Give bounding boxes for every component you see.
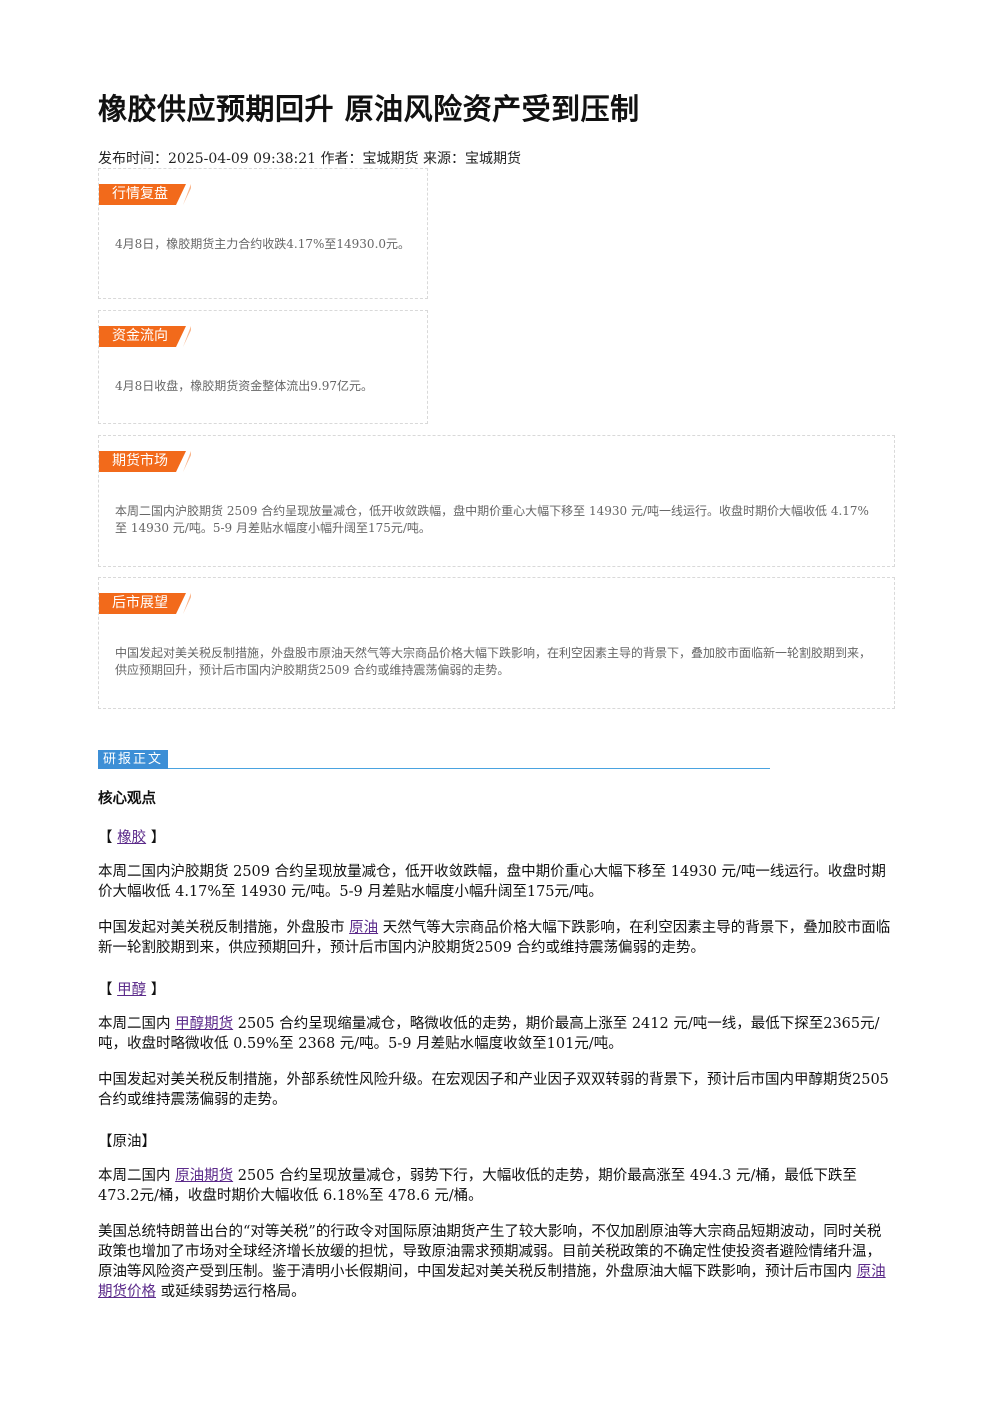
summary-box-fund-flow: 资金流向 4月8日收盘，橡胶期货资金整体流出9.97亿元。 (98, 310, 428, 424)
crude-futures-link[interactable]: 原油期货 (175, 1168, 234, 1184)
crude-oil-link[interactable]: 原油 (349, 920, 379, 936)
tag-decoration (183, 593, 191, 614)
summary-tag: 行情复盘 (99, 184, 186, 205)
summary-tag: 资金流向 (99, 326, 186, 347)
summary-box-futures-market: 期货市场 本周二国内沪胶期货 2509 合约呈现放量减仓，低开收敛跌幅，盘中期价… (98, 435, 895, 567)
text-span: 天然气等大宗商品价格大幅下跌影响，在利空因素主导的背景下，叠加胶市面临新一轮割胶… (98, 920, 891, 956)
tag-decoration (183, 451, 191, 472)
summary-text: 4月8日，橡胶期货主力合约收跌4.17%至14930.0元。 (115, 237, 411, 251)
divider (98, 768, 770, 769)
summary-tag: 后市展望 (99, 593, 186, 614)
text-span: 或延续弱势运行格局。 (156, 1284, 306, 1300)
text-span: 中国发起对美关税反制措施，外盘股市 (98, 920, 350, 936)
core-heading: 核心观点 (98, 787, 156, 808)
article-meta: 发布时间：2025-04-09 09:38:21 作者：宝城期货 来源：宝城期货 (98, 151, 521, 167)
core-heading-text: 核心观点 (98, 791, 156, 807)
crude-price-link[interactable]: 原油期货价格 (98, 1264, 886, 1300)
summary-text: 中国发起对美关税反制措施，外盘股市原油天然气等大宗商品价格大幅下跌影响，在利空因… (115, 646, 872, 677)
tag-decoration (183, 326, 191, 347)
crude-paragraph-2: 美国总统特朗普出台的“对等关税”的行政令对国际原油期货产生了较大影响，不仅加剧原… (98, 1222, 893, 1302)
rubber-paragraph-2: 中国发起对美关税反制措施，外盘股市 原油 天然气等大宗商品价格大幅下跌影响，在利… (98, 918, 893, 958)
crude-paragraph-1: 本周二国内 原油期货 2505 合约呈现放量减仓，弱势下行，大幅收低的走势，期价… (98, 1166, 893, 1206)
methanol-futures-link[interactable]: 甲醇期货 (175, 1016, 234, 1032)
text-span: 2505 合约呈现放量减仓，弱势下行，大幅收低的走势，期价最高涨至 494.3 … (98, 1168, 857, 1204)
summary-box-market-review: 行情复盘 4月8日，橡胶期货主力合约收跌4.17%至14930.0元。 (98, 168, 428, 299)
summary-text: 4月8日收盘，橡胶期货资金整体流出9.97亿元。 (115, 379, 373, 393)
text-span: 2505 合约呈现缩量减仓，略微收低的走势，期价最高上涨至 2412 元/吨一线… (98, 1016, 880, 1052)
bracket-open: 【 (98, 982, 113, 998)
report-section-header: 研报正文 (98, 750, 770, 770)
methanol-paragraph-2: 中国发起对美关税反制措施，外部系统性风险升级。在宏观因子和产业因子双双转弱的背景… (98, 1072, 889, 1108)
summary-tag: 期货市场 (99, 451, 186, 472)
rubber-heading: 【 橡胶 】 (98, 826, 165, 847)
bracket-close: 】 (150, 830, 166, 846)
bracket-open: 【 (98, 830, 113, 846)
tag-decoration (183, 184, 191, 205)
crude-heading: 【原油】 (98, 1134, 156, 1150)
text-span: 本周二国内 (98, 1168, 176, 1184)
text-span: 本周二国内 (98, 1016, 176, 1032)
article-title: 橡胶供应预期回升 原油风险资产受到压制 (98, 92, 640, 126)
methanol-heading: 【 甲醇 】 (98, 978, 165, 999)
methanol-link[interactable]: 甲醇 (117, 982, 147, 998)
bracket-close: 】 (150, 982, 166, 998)
summary-text: 本周二国内沪胶期货 2509 合约呈现放量减仓，低开收敛跌幅，盘中期价重心大幅下… (115, 504, 869, 535)
report-tag: 研报正文 (98, 750, 169, 769)
methanol-paragraph-1: 本周二国内 甲醇期货 2505 合约呈现缩量减仓，略微收低的走势，期价最高上涨至… (98, 1014, 893, 1054)
summary-box-outlook: 后市展望 中国发起对美关税反制措施，外盘股市原油天然气等大宗商品价格大幅下跌影响… (98, 577, 895, 709)
rubber-link[interactable]: 橡胶 (117, 830, 147, 846)
rubber-paragraph-1: 本周二国内沪胶期货 2509 合约呈现放量减仓，低开收敛跌幅，盘中期价重心大幅下… (98, 864, 886, 900)
text-span: 美国总统特朗普出台的“对等关税”的行政令对国际原油期货产生了较大影响，不仅加剧原… (98, 1224, 882, 1280)
